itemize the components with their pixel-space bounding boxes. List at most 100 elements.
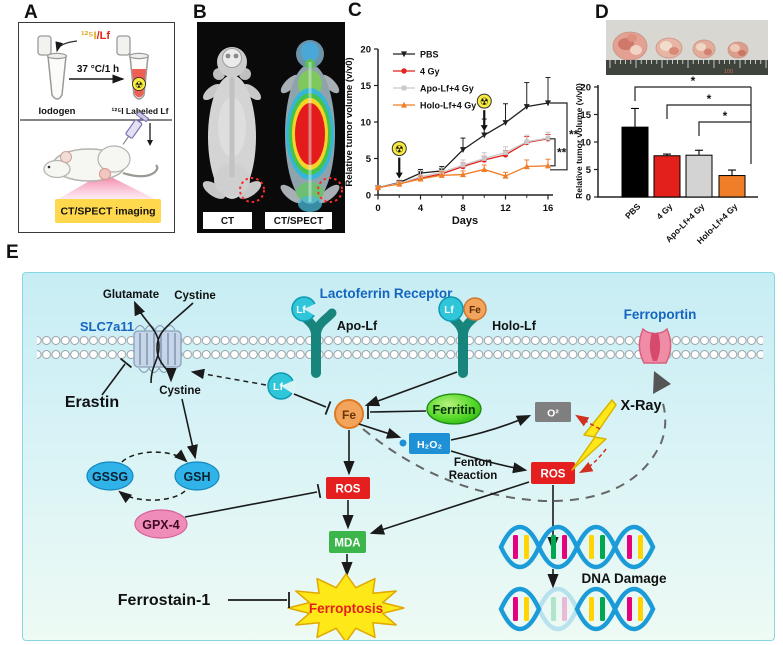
gpx4-tbar	[316, 483, 322, 499]
svg-text:15: 15	[580, 110, 591, 121]
fe-text: Fe	[469, 305, 481, 316]
imaging-label: CT/SPECT imaging	[60, 206, 155, 218]
cystine-top-label: Cystine	[174, 290, 216, 302]
ferroptosis-starburst	[287, 573, 405, 643]
cystine-import-arrow	[156, 302, 194, 383]
ferroportin-channel	[638, 327, 672, 364]
svg-text:16: 16	[543, 203, 554, 214]
apo-lf-label: Apo-Lf	[337, 319, 378, 333]
svg-text:12: 12	[500, 203, 511, 214]
series-Holo-Lf+4 Gy	[375, 158, 551, 191]
bar-PBS	[621, 126, 649, 198]
panel-d-label: D	[595, 2, 609, 23]
svg-text:4: 4	[418, 203, 424, 214]
legend-item-Apo-Lf+4 Gy: Apo-Lf+4 Gy	[420, 84, 474, 94]
mouse-eye	[47, 165, 51, 169]
ruler	[606, 60, 768, 75]
legend-item-4 Gy: 4 Gy	[420, 67, 440, 77]
svg-text:*: *	[691, 76, 696, 88]
significance-brackets: ***	[634, 76, 752, 165]
dna-helix-damaged	[498, 586, 656, 632]
bar-label-PBS: PBS	[623, 201, 643, 221]
cystine-to-gsh-arrow	[181, 398, 198, 460]
gssg-label: GSSG	[92, 470, 128, 484]
ct-mouse-scan	[202, 47, 265, 203]
legend-item-Holo-Lf+4 Gy: Holo-Lf+4 Gy	[420, 101, 476, 111]
svg-text:0: 0	[586, 193, 591, 204]
erastin-inhibition-line	[101, 363, 126, 396]
ferroportin-label: Ferroportin	[624, 307, 697, 322]
fenton-label-1: Fenton	[454, 457, 492, 469]
ct-spect-mouse-scan	[280, 40, 343, 230]
dna-damage-label: DNA Damage	[581, 571, 667, 586]
condition-label: 37 °C/1 h	[77, 64, 119, 75]
mouse-tail	[122, 164, 159, 178]
ferritin-to-fe-line	[369, 410, 427, 413]
panel-a-label: A	[24, 2, 38, 23]
svg-text:☢: ☢	[395, 145, 404, 156]
ct-caption-chip	[203, 212, 252, 229]
gpx4-inhibition-line	[184, 491, 318, 518]
fe-to-h2o2-arrow	[358, 423, 402, 439]
glutamate-export-arrow	[134, 300, 160, 384]
ct-caption: CT	[221, 216, 234, 227]
tube-right-label: ¹²⁵I Labeled Lf	[112, 106, 169, 116]
bar-4 Gy	[653, 155, 681, 198]
gssg-to-gsh-arrow	[121, 449, 188, 463]
gpx4-label: GPX-4	[142, 518, 180, 532]
radiation-annotation: ☢	[476, 93, 492, 132]
holo-lf-ligand: Lf Fe	[438, 296, 487, 322]
svg-text:0: 0	[375, 203, 380, 214]
svg-text:8: 8	[460, 203, 465, 214]
tumor-photo: 100	[606, 20, 768, 75]
svg-text:☢: ☢	[480, 97, 489, 108]
lf-text: Lf	[273, 381, 283, 393]
h2o2-dot-icon	[399, 439, 407, 447]
x-axis-label: Days	[452, 215, 478, 227]
h2o2-to-ros-arrow	[450, 450, 528, 474]
ferroptosis-mechanism-diagram: Glutamate Cystine SLC7a11 Cystine Erasti…	[37, 286, 763, 643]
o2-label: O²	[547, 408, 559, 420]
imaging-beam	[55, 173, 159, 201]
gsh-node	[174, 461, 220, 491]
holo-lf-to-fe-arrow	[364, 371, 458, 407]
radiation-glyph: ☢	[135, 80, 143, 90]
gpx4-node	[134, 509, 188, 539]
tumor-roi-circle	[317, 177, 343, 203]
mda-label: MDA	[334, 538, 360, 550]
cystine-bottom-label: Cystine	[159, 385, 201, 397]
ferritin-label: Ferritin	[432, 403, 475, 417]
h2o2-box	[409, 433, 450, 454]
tube-left-label: Iodogen	[39, 106, 76, 117]
ros-box-left	[326, 477, 370, 499]
xray-to-o2-arrow	[575, 414, 601, 430]
ct-spect-panel: CT CT/SPECT	[197, 22, 345, 233]
ros-box-right	[531, 462, 575, 484]
syringe-icon	[122, 110, 150, 145]
labeling-scheme-panel: ☢ ¹²⁵I/Lf 37 °C/1 h Iodogen ¹²⁵I Labeled…	[18, 22, 175, 233]
ros-label-left: ROS	[336, 484, 361, 496]
xray-label: X-Ray	[620, 398, 661, 414]
radiation-icon	[132, 77, 146, 91]
radiation-icon	[476, 93, 492, 109]
ct-spect-caption: CT/SPECT	[274, 216, 323, 227]
o2-box	[535, 402, 571, 422]
iron-export-arrowhead	[653, 371, 671, 394]
erastin-label: Erastin	[65, 394, 119, 411]
iodogen-tube	[37, 35, 68, 100]
lactoferrin-receptor-label: Lactoferrin Receptor	[320, 286, 454, 301]
glutamate-label: Glutamate	[103, 289, 159, 301]
h2o2-label: H₂O₂	[417, 439, 442, 451]
isotope-text: ¹²⁵I	[81, 30, 97, 42]
free-lf: Lf	[267, 372, 297, 400]
mechanism-panel: Glutamate Cystine SLC7a11 Cystine Erasti…	[22, 272, 775, 643]
svg-text:**: **	[569, 127, 579, 141]
erastin-tbar	[119, 357, 133, 369]
lf-text: /Lf	[97, 30, 111, 42]
labeling-scheme-art: ☢ ¹²⁵I/Lf 37 °C/1 h Iodogen ¹²⁵I Labeled…	[20, 30, 172, 223]
svg-text:5: 5	[366, 154, 372, 165]
fe-on-receptor	[463, 297, 487, 321]
fe-text: Fe	[342, 408, 356, 422]
gsh-label: GSH	[183, 470, 210, 484]
fenton-label-2: Reaction	[449, 470, 498, 482]
